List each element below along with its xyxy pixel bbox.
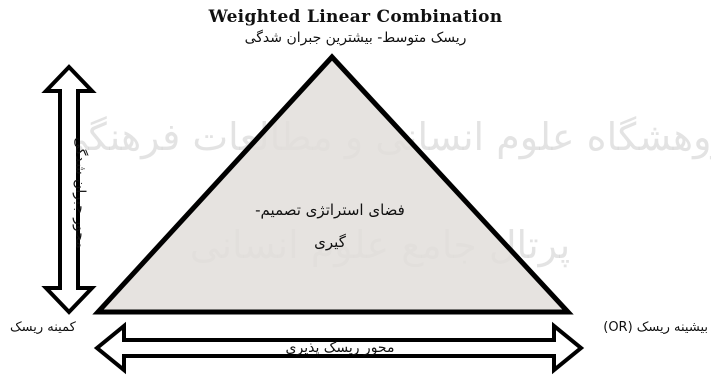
vertical-axis-label: محور جبران شدگی (72, 137, 88, 249)
triangle-label: فضای استراتژی تصمیم- گیری (225, 194, 435, 258)
triangle-label-line-1: فضای استراتژی تصمیم- (255, 201, 405, 219)
corner-label-min-risk: کمینه ریسک (10, 320, 76, 335)
corner-label-max-risk: بیشینه ریسک (OR) (603, 320, 708, 335)
horizontal-axis-label: محور ریسک پذیری (285, 340, 395, 356)
vertical-double-arrow (41, 64, 97, 315)
title-persian: ریسک متوسط- بیشترین جبران شدگی (244, 30, 467, 46)
triangle-label-line-2: گیری (314, 233, 346, 251)
horizontal-double-arrow (93, 321, 585, 375)
title-english: Weighted Linear Combination (208, 7, 503, 27)
decision-strategy-triangle (92, 53, 574, 315)
